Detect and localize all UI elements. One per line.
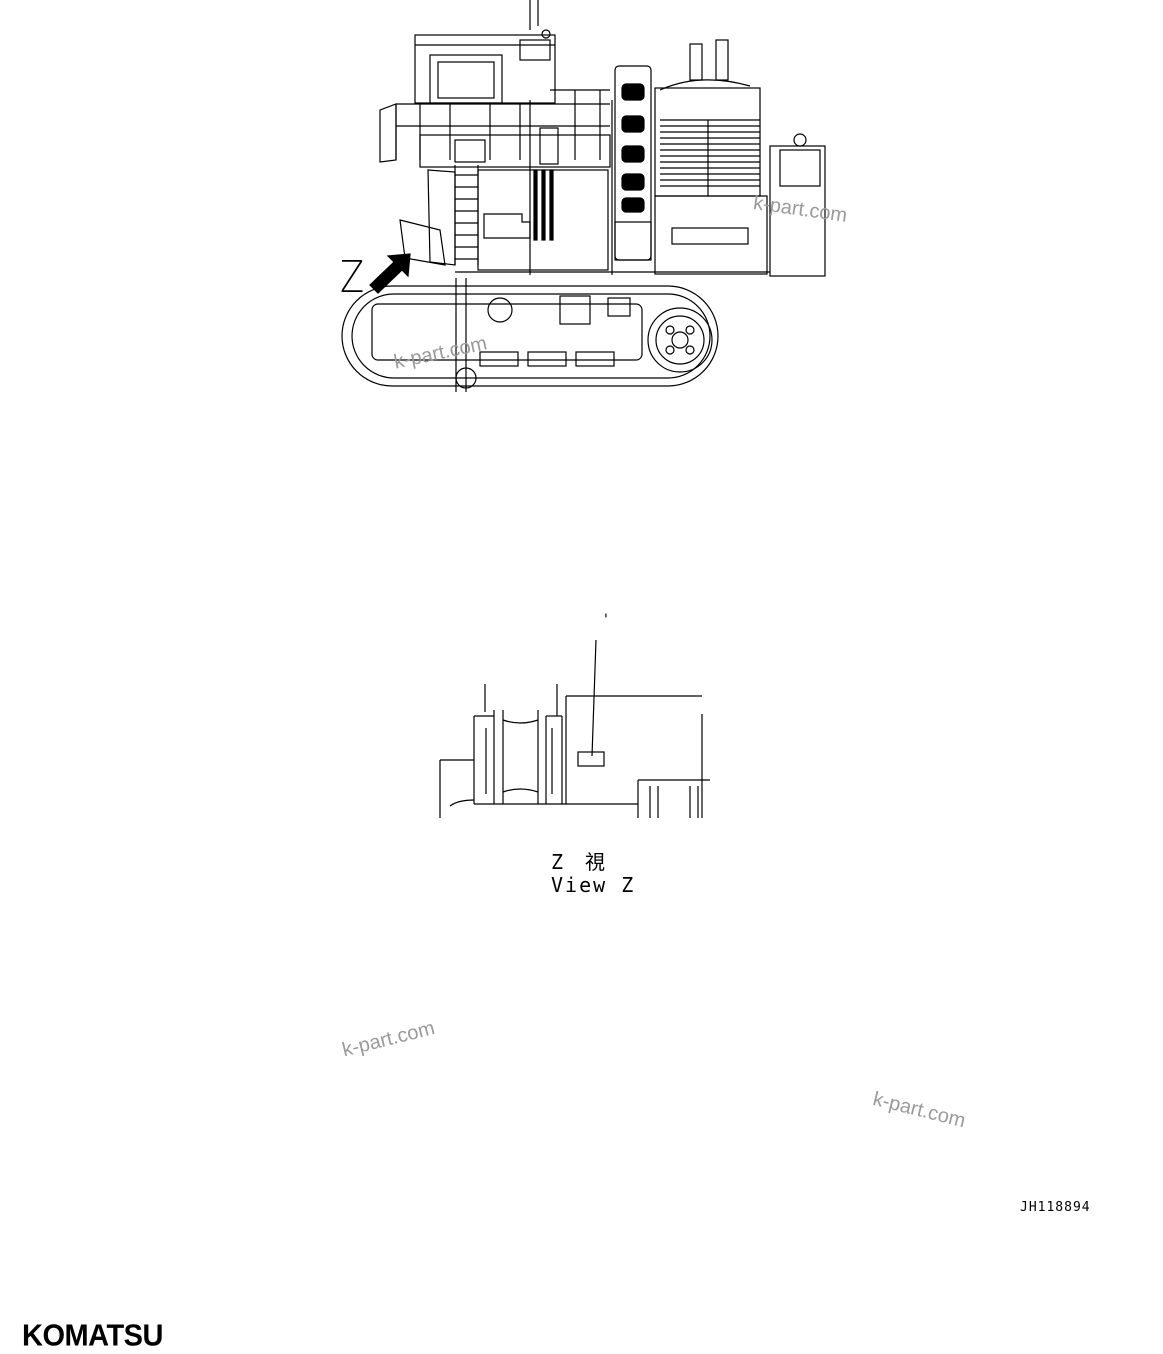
view-z-detail — [439, 639, 710, 818]
leader-mark: ' — [604, 612, 608, 628]
part-number: JH118894 — [1020, 1200, 1091, 1215]
label-plate — [577, 751, 605, 767]
crawler-track — [341, 278, 719, 392]
excavator-side-view — [379, 0, 826, 277]
view-label-jp: Z 視 — [551, 850, 607, 874]
komatsu-logo: KOMATSU — [22, 1319, 163, 1353]
view-label-en: View Z — [551, 873, 636, 897]
view-z-arrow — [369, 253, 411, 294]
z-marker: Z — [340, 252, 365, 303]
